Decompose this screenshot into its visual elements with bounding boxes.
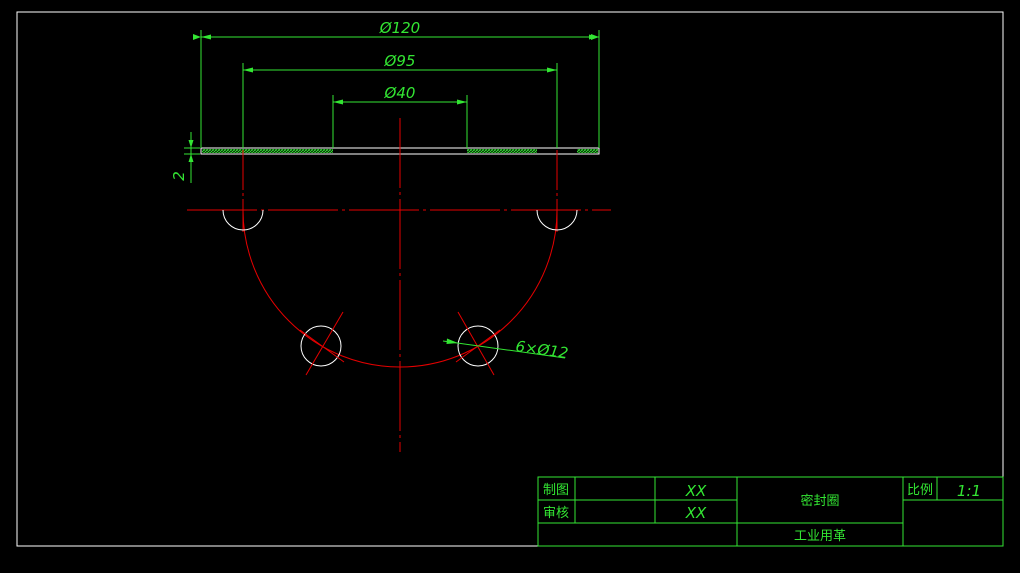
- title-scale-label: 比例: [907, 483, 933, 498]
- drawing-frame: [16, 11, 1004, 547]
- hole-leader: [442, 338, 566, 359]
- dim-thickness: 2: [170, 171, 188, 181]
- dim-d120: Ø120: [379, 19, 420, 37]
- hole-lower-right: [457, 325, 499, 367]
- section-hatch-left-inner: [242, 149, 333, 153]
- title-drawn-label: 制图: [543, 483, 569, 498]
- title-block: [537, 476, 1004, 547]
- section-hatch-right-inner: [467, 149, 537, 153]
- title-drawn-value: XX: [685, 482, 707, 500]
- dim-d95: Ø95: [384, 52, 416, 70]
- title-part-name: 密封圈: [800, 493, 839, 509]
- hole-left-half: [222, 209, 264, 231]
- section-hatch-right-outer: [577, 149, 598, 153]
- hole-right-half: [536, 209, 578, 231]
- bolt-circle-arc: [242, 209, 558, 368]
- dimension-arrows: [188, 34, 599, 162]
- title-checked-value: XX: [685, 504, 707, 522]
- dim-d40: Ø40: [384, 84, 416, 102]
- section-hatch-left-outer: [202, 149, 242, 153]
- title-checked-label: 审核: [543, 506, 569, 521]
- dim-holes: 6×Ø12: [514, 337, 569, 362]
- title-scale-value: 1:1: [957, 482, 981, 500]
- hole-lower-left: [300, 325, 342, 367]
- plan-view: [187, 118, 611, 452]
- title-material: 工业用革: [794, 529, 846, 544]
